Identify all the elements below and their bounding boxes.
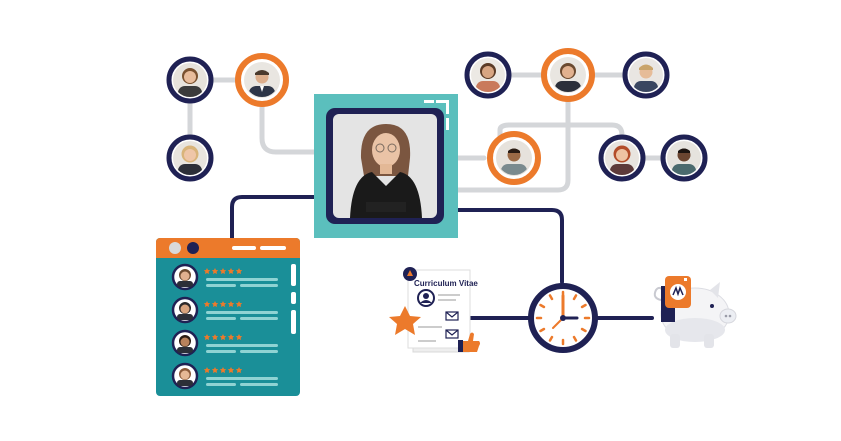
ranking-row <box>171 362 278 390</box>
star-icon <box>203 268 211 274</box>
person-node-top-right-2 <box>541 48 595 102</box>
star-icon <box>203 334 211 340</box>
thumbs-up-icon <box>458 332 480 352</box>
cv-card: Curriculum Vitae <box>389 267 480 353</box>
star-icon <box>219 367 227 373</box>
featured-person-card <box>314 94 458 238</box>
person-node-mid-right-3 <box>660 134 708 182</box>
star-icon <box>235 367 243 373</box>
ranking-row <box>171 296 278 324</box>
star-icon <box>227 268 235 274</box>
star-icon <box>211 367 219 373</box>
star-icon <box>219 268 227 274</box>
star-icon <box>203 367 211 373</box>
star-icon <box>227 334 235 340</box>
clock-tick <box>572 335 578 342</box>
people-nodes <box>166 48 708 185</box>
star-icon <box>203 301 211 307</box>
clock-tick <box>548 294 554 301</box>
star-icon <box>227 301 235 307</box>
person-node-top-left-2 <box>235 53 289 107</box>
star-icon <box>235 301 243 307</box>
ranking-rows <box>171 263 278 390</box>
person-node-mid-right-2 <box>598 134 646 182</box>
candidate-ranking-window <box>156 238 300 396</box>
star-icon <box>211 301 219 307</box>
person-node-mid-right-1 <box>487 131 541 185</box>
star-icon <box>235 268 243 274</box>
person-node-top-right-3 <box>622 51 670 99</box>
star-icon <box>219 334 227 340</box>
star-icon <box>389 306 421 335</box>
star-icon <box>211 334 219 340</box>
clock-tick <box>580 327 587 333</box>
star-icon <box>227 367 235 373</box>
cv-title: Curriculum Vitae <box>414 279 478 288</box>
person-node-left-3 <box>166 134 214 182</box>
person-node-top-left-1 <box>166 56 214 104</box>
ranking-row <box>171 329 278 357</box>
star-icon <box>235 334 243 340</box>
clock-tick <box>539 327 546 333</box>
mail-icon <box>445 311 459 321</box>
piggy-bank-icon <box>653 276 737 348</box>
clock-tick <box>539 303 546 309</box>
ranking-row <box>171 263 278 291</box>
clock-tick <box>548 335 554 342</box>
clock-tick <box>572 294 578 301</box>
clock-icon <box>528 283 598 353</box>
navy-connectors <box>230 195 654 320</box>
clock-tick <box>580 303 587 309</box>
gray-connectors <box>187 72 667 193</box>
star-icon <box>219 301 227 307</box>
person-node-top-right-1 <box>464 51 512 99</box>
star-icon <box>211 268 219 274</box>
person-portrait-icon <box>350 124 422 218</box>
